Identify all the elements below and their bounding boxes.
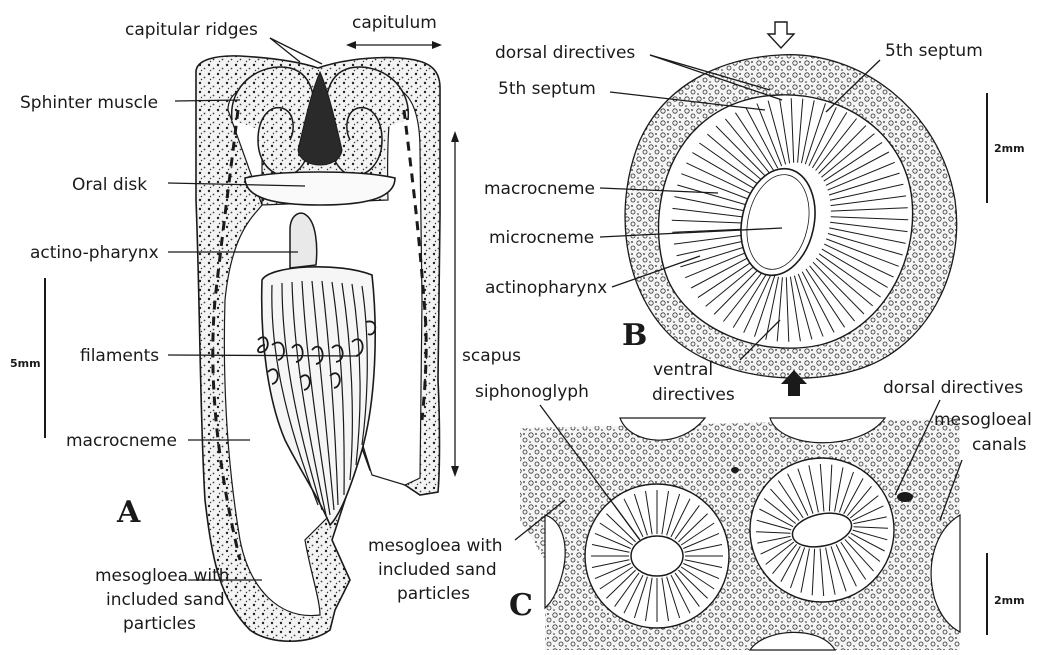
label-mesogloeal-1: mesogloeal (934, 410, 1032, 430)
label-ventral-1: ventral (653, 360, 713, 380)
pharynx-left (631, 536, 683, 576)
panel-b: dorsal directives 5th septum 5th septum … (484, 22, 1025, 405)
label-mesogloea-c-3: particles (397, 584, 470, 604)
label-sphincter: Sphinter muscle (20, 93, 158, 113)
label-5th-septum-right: 5th septum (885, 41, 983, 61)
label-mesogloea-c-1: mesogloea with (368, 536, 503, 556)
label-microcneme: microcneme (489, 228, 594, 248)
label-dorsal-directives-c: dorsal directives (883, 378, 1023, 398)
label-macrocneme-b: macrocneme (484, 179, 595, 199)
scale-label-b: 2mm (994, 142, 1025, 155)
dorsal-arrow-open (768, 22, 794, 48)
label-actinopharynx-b: actinopharynx (485, 278, 607, 298)
panel-c: siphonoglyph dorsal directives mesogloea… (368, 378, 1032, 650)
label-dorsal-directives-b: dorsal directives (495, 43, 635, 63)
label-scapus: scapus (462, 346, 521, 366)
scale-label-c: 2mm (994, 594, 1025, 607)
label-macrocneme-a: macrocneme (66, 431, 177, 451)
label-mesogloea-a-3: particles (123, 614, 196, 634)
scale-label-a: 5mm (10, 357, 41, 370)
label-mesogloea-c-2: included sand (378, 560, 497, 580)
label-mesogloea-a-1: mesogloea with (95, 566, 230, 586)
label-siphonoglyph: siphonoglyph (475, 382, 589, 402)
panel-letter-c: C (509, 588, 533, 623)
panel-letter-b: B (622, 318, 647, 353)
label-ventral-2: directives (652, 385, 735, 405)
label-actino-pharynx: actino-pharynx (30, 243, 159, 263)
panel-letter-a: A (116, 495, 141, 530)
canal-blob (897, 492, 913, 502)
canal-blob (731, 467, 739, 473)
label-oral-disk: Oral disk (72, 175, 147, 195)
label-filaments: filaments (80, 346, 159, 366)
label-5th-septum-left: 5th septum (498, 79, 596, 99)
label-capitular-ridges: capitular ridges (125, 20, 258, 40)
oral-disk (245, 172, 395, 205)
label-capitulum: capitulum (352, 13, 437, 33)
label-mesogloea-a-2: included sand (106, 590, 225, 610)
label-mesogloeal-2: canals (972, 435, 1027, 455)
